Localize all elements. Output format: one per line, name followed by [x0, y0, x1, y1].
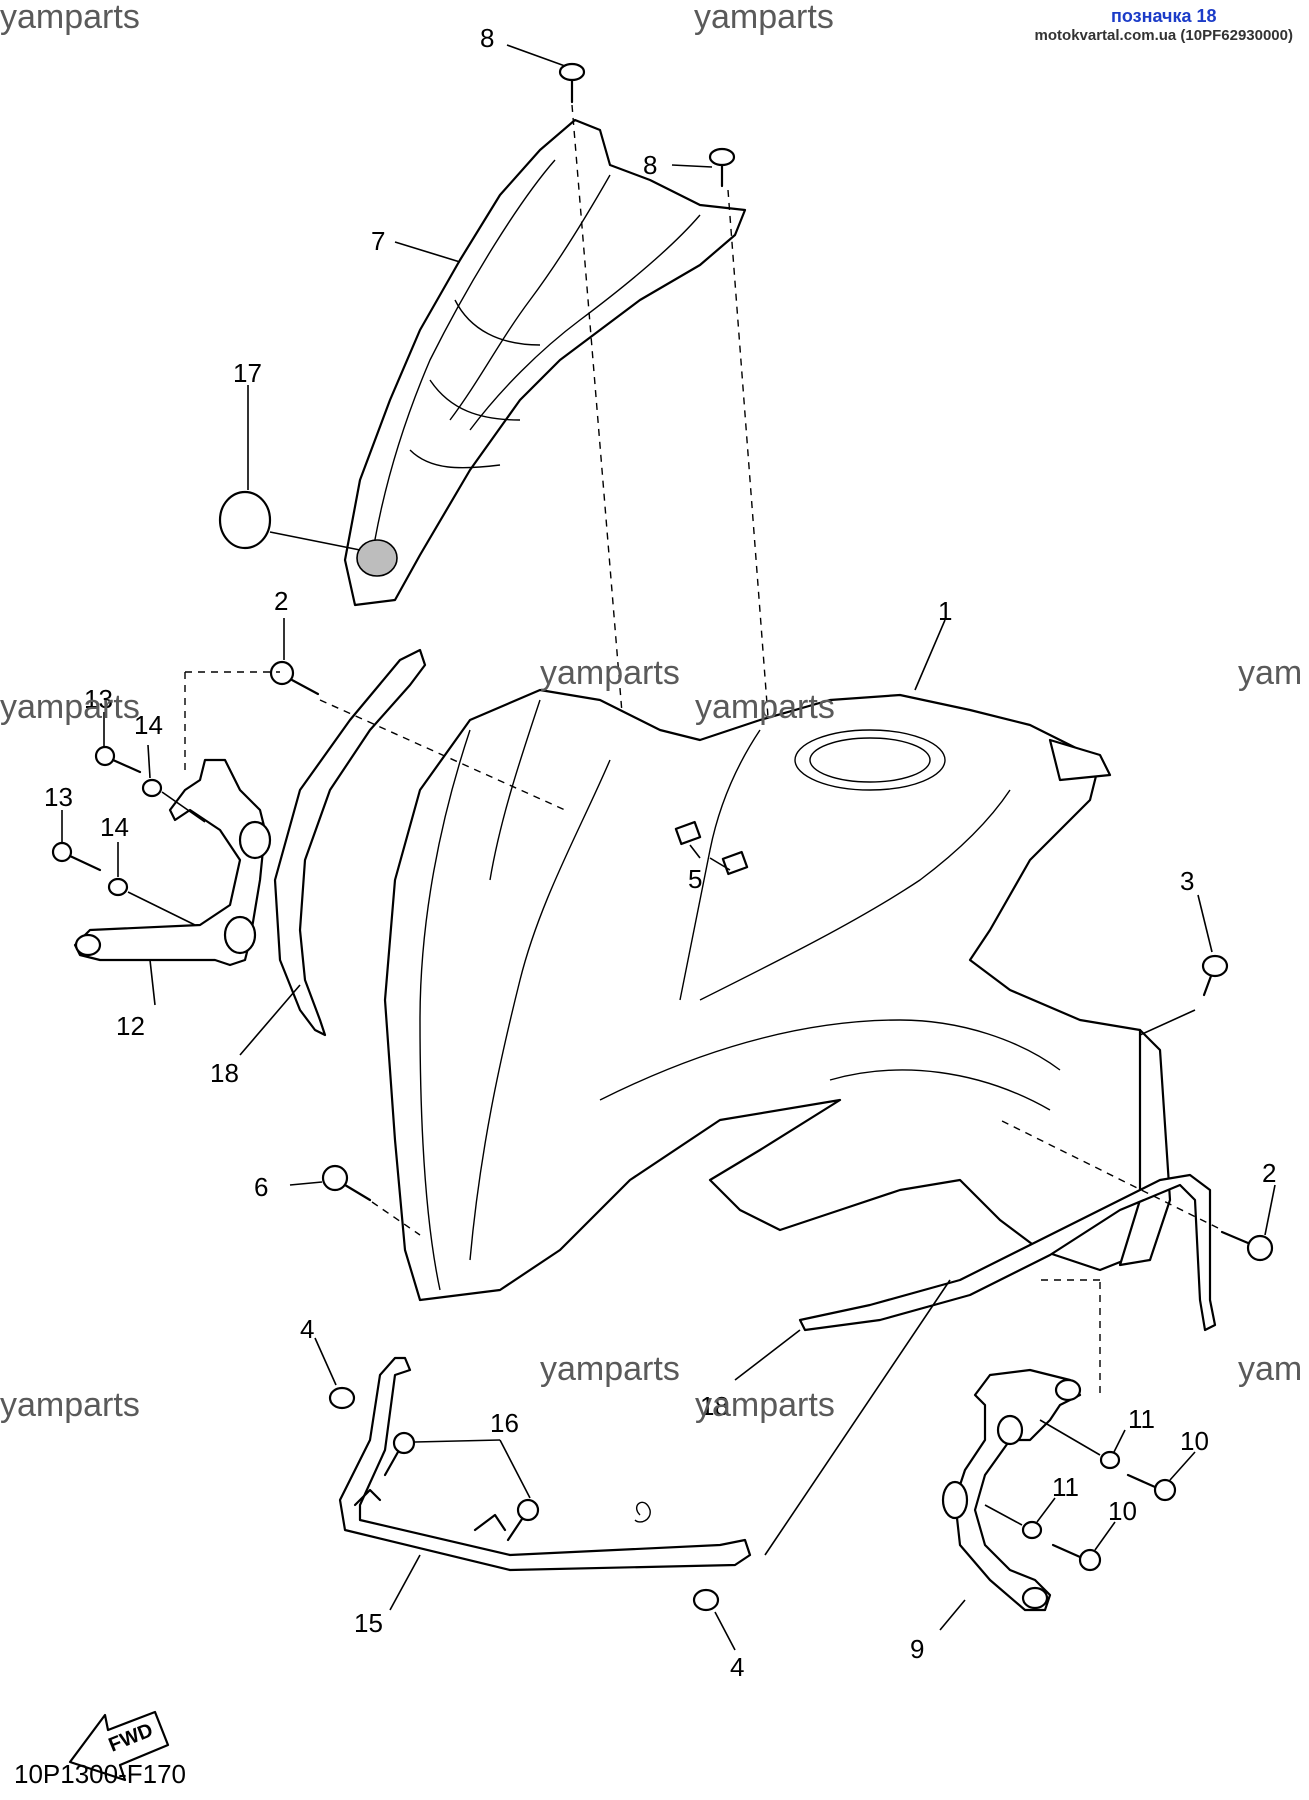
part-12-left-bracket: [73, 671, 280, 1006]
part-13-bolt-lower: [51, 810, 102, 872]
diagram-part-number: 10P1300-F170: [14, 1759, 187, 1789]
callout: 13: [84, 684, 113, 714]
part-18-trim-left: [239, 648, 427, 1056]
callout: 8: [480, 23, 494, 53]
callout: 2: [1262, 1158, 1276, 1188]
callout: 10: [1108, 1496, 1137, 1526]
callout: 4: [730, 1652, 744, 1682]
callout: 18: [210, 1058, 239, 1088]
part-2-bolt-left: [269, 618, 566, 811]
part-14-washer-lower: [107, 842, 196, 926]
callout: 6: [254, 1172, 268, 1202]
watermark: yamparts: [0, 1386, 140, 1424]
callout: 3: [1180, 866, 1194, 896]
callout: 10: [1180, 1426, 1209, 1456]
watermark: yamparts: [540, 654, 680, 692]
callout: 13: [44, 782, 73, 812]
reference-site: motokvartal.com.ua (10PF62930000): [1034, 26, 1293, 44]
part-13-bolt-upper: [94, 712, 142, 774]
part-5-clips: [674, 820, 749, 876]
part-6-bolt: [289, 1164, 421, 1236]
watermark: yamparts: [695, 688, 835, 726]
callout: 12: [116, 1011, 145, 1041]
part-9-right-bracket: [939, 1279, 1101, 1631]
callout: 14: [134, 710, 163, 740]
callout: 15: [354, 1608, 383, 1638]
reference-code: позначка 18: [1111, 6, 1217, 26]
watermark: yamparts: [694, 0, 834, 36]
part-3-screw: [1139, 894, 1229, 1036]
callout: 17: [233, 358, 262, 388]
watermark: yam: [1238, 1350, 1303, 1388]
watermark: yam: [1238, 654, 1303, 692]
part-16-bolts: [383, 1431, 540, 1542]
callout: 16: [490, 1408, 519, 1438]
reference-label: позначка 18 motokvartal.com.ua (10PF6293…: [1035, 6, 1293, 44]
part-10-bolt-lower: [1051, 1521, 1116, 1572]
part-11-washer-upper: [1039, 1419, 1126, 1470]
watermark: yamparts: [0, 0, 140, 36]
part-10-bolt-upper: [1126, 1451, 1196, 1502]
callout: 9: [910, 1634, 924, 1664]
callout: 1: [938, 596, 952, 626]
callout: 7: [371, 226, 385, 256]
part-2-bolt-right: [999, 1119, 1276, 1262]
part-7-upper-cover: [343, 118, 747, 607]
leader-1: [914, 619, 946, 691]
callout: 11: [1128, 1404, 1155, 1434]
part-14-washer-upper: [141, 744, 206, 823]
callout: 5: [688, 864, 702, 894]
part-11-washer-lower: [984, 1497, 1056, 1540]
part-15-stay-bar: [338, 1279, 951, 1611]
callout: 2: [274, 586, 288, 616]
callout: 18: [700, 1391, 729, 1421]
callout: 8: [643, 150, 657, 180]
part-17-cap: [218, 385, 361, 551]
callout: 11: [1052, 1472, 1079, 1502]
callout: 14: [100, 812, 129, 842]
leader-7: [394, 241, 461, 263]
part-1-front-fender: [383, 688, 1172, 1302]
part-18-trim-right: [734, 1173, 1217, 1381]
watermark: yamparts: [540, 1350, 680, 1388]
watermark: yamparts: [0, 688, 140, 726]
watermark: yamparts: [695, 1386, 835, 1424]
part-4-nut-lower: [692, 1588, 736, 1651]
callout-numbers: 8 8 7 17 2 1 13 14 13 14 5 3 12 18 6 2 4…: [44, 23, 1276, 1682]
part-8-screw-top: [506, 44, 631, 811]
part-4-nut-upper: [314, 1337, 356, 1410]
callout: 4: [300, 1314, 314, 1344]
